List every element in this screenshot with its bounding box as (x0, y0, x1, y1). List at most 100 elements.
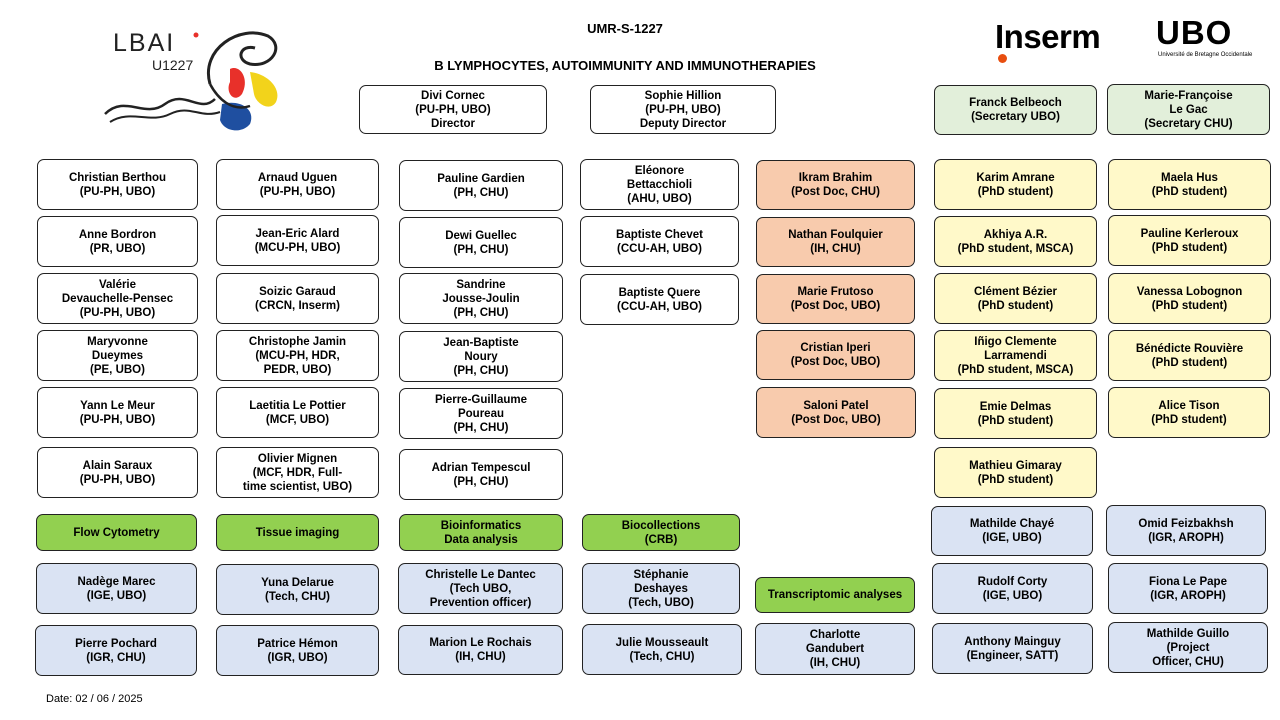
member-text: Mathilde Guillo (Project Officer, CHU) (1147, 627, 1229, 669)
member-text: Anthony Mainguy (Engineer, SATT) (964, 635, 1060, 663)
member-box: Arnaud Uguen (PU-PH, UBO) (216, 159, 379, 210)
member-role: (PH, CHU) (453, 475, 509, 488)
member-name: Christelle Le Dantec (425, 568, 536, 581)
member-name: Mathilde Chayé (969, 518, 1055, 530)
member-name: Franck Belbeoch (969, 97, 1062, 109)
phd-box: Akhiya A.R. (PhD student, MSCA) (934, 216, 1097, 267)
platform-flow-cytometry: Flow Cytometry (36, 514, 197, 551)
member-text: Alice Tison (PhD student) (1151, 399, 1226, 427)
member-role: (PhD student, MSCA) (957, 242, 1074, 255)
phd-box: Pauline Kerleroux (PhD student) (1108, 215, 1271, 266)
member-role: (Tech, CHU) (265, 590, 330, 603)
unit-code: UMR-S-1227 (587, 21, 663, 36)
member-text: Ikram Brahim (Post Doc, CHU) (791, 171, 880, 199)
member-text: Mathieu Gimaray (PhD student) (969, 459, 1062, 487)
member-name: Emie Delmas (979, 400, 1052, 413)
member-role: (PhD student) (977, 414, 1054, 427)
member-name: Charlotte Gandubert (805, 629, 865, 655)
member-name: Clément Bézier (973, 285, 1058, 298)
member-name: Eléonore Bettacchioli (626, 164, 693, 191)
phd-box: Iñigo Clemente Larramendi (PhD student, … (934, 330, 1097, 381)
member-role: (PhD student, MSCA) (957, 363, 1074, 376)
member-role: (MCU-PH, HDR, PEDR, UBO) (255, 349, 340, 376)
member-text: Marion Le Rochais (IH, CHU) (429, 636, 531, 664)
member-name: Maryvonne Dueymes (87, 335, 148, 362)
member-text: Valérie Devauchelle-Pensec (PU-PH, UBO) (62, 278, 173, 320)
member-role: (PhD student) (1151, 413, 1227, 426)
postdoc-box: Cristian Iperi (Post Doc, UBO) (756, 330, 915, 380)
member-text: Divi Cornec (PU-PH, UBO) Director (415, 89, 490, 131)
inserm-logo: Inserm (995, 18, 1125, 64)
member-role: (PE, UBO) (90, 363, 145, 376)
member-name: Bénédicte Rouvière (1135, 342, 1244, 355)
member-text: Clément Bézier (PhD student) (974, 285, 1057, 313)
member-text: Charlotte Gandubert (IH, CHU) (806, 628, 864, 670)
member-box: Jean-Baptiste Noury (PH, CHU) (399, 331, 563, 382)
platform-label: Flow Cytometry (73, 526, 160, 539)
member-role: (CCU-AH, UBO) (617, 242, 702, 255)
secretary-box: Franck Belbeoch (Secretary UBO) (934, 85, 1097, 135)
staff-box: Pierre Pochard (IGR, CHU) (35, 625, 197, 676)
member-name: Valérie Devauchelle-Pensec (61, 278, 174, 305)
member-text: Stéphanie Deshayes (Tech, UBO) (628, 568, 694, 610)
phd-box: Mathieu Gimaray (PhD student) (934, 447, 1097, 498)
member-role: (Post Doc, UBO) (790, 300, 881, 312)
member-role: (IGE, UBO) (86, 589, 147, 602)
phd-box: Clément Bézier (PhD student) (934, 273, 1097, 324)
phd-box: Bénédicte Rouvière (PhD student) (1108, 330, 1271, 381)
member-role: (Secretary CHU) (1144, 117, 1233, 130)
member-text: Omid Feizbakhsh (IGR, AROPH) (1138, 517, 1233, 545)
member-box: Christophe Jamin (MCU-PH, HDR, PEDR, UBO… (216, 330, 379, 381)
member-name: Rudolf Corty (977, 575, 1048, 588)
staff-box: Fiona Le Pape (IGR, AROPH) (1108, 563, 1268, 614)
member-box: Eléonore Bettacchioli (AHU, UBO) (580, 159, 739, 210)
member-text: Pauline Gardien (PH, CHU) (437, 172, 525, 200)
member-text: Maryvonne Dueymes (PE, UBO) (87, 335, 148, 377)
member-text: Pierre-Guillaume Poureau (PH, CHU) (435, 393, 527, 435)
member-name: Fiona Le Pape (1149, 575, 1227, 588)
member-text: Vanessa Lobognon (PhD student) (1137, 285, 1242, 313)
member-box: Baptiste Quere (CCU-AH, UBO) (580, 274, 739, 325)
member-text: Emie Delmas (PhD student) (978, 400, 1053, 428)
member-name: Patrice Hémon (257, 637, 338, 650)
ubo-logo-subtext: Université de Bretagne Occidentale (1158, 52, 1253, 58)
staff-box: Julie Mousseault (Tech, CHU) (582, 624, 742, 675)
member-role: (CRCN, Inserm) (255, 299, 340, 312)
member-name: Cristian Iperi (800, 342, 871, 354)
ubo-logo-text: UBO (1156, 14, 1233, 51)
member-text: Adrian Tempescul (PH, CHU) (432, 461, 531, 489)
member-name: Mathieu Gimaray (969, 459, 1062, 472)
member-role: (MCF, HDR, Full- time scientist, UBO) (242, 466, 353, 493)
postdoc-box: Saloni Patel (Post Doc, UBO) (756, 387, 916, 438)
member-role: (IH, CHU) (809, 657, 861, 669)
phd-box: Karim Amrane (PhD student) (934, 159, 1097, 210)
member-name: Jean-Baptiste Noury (443, 336, 519, 363)
member-name: Nadège Marec (77, 575, 156, 588)
staff-box: Yuna Delarue (Tech, CHU) (216, 564, 379, 615)
member-name: Yann Le Meur (80, 399, 155, 412)
member-role: (Post Doc, CHU) (791, 186, 880, 198)
member-name: Olivier Mignen (257, 452, 338, 465)
lbai-logo: LBAI U1227 (100, 24, 290, 136)
member-text: Jean-Baptiste Noury (PH, CHU) (443, 336, 518, 378)
member-role: (PH, CHU) (453, 306, 509, 319)
member-name: Sophie Hillion (644, 89, 722, 102)
member-text: Baptiste Chevet (CCU-AH, UBO) (616, 228, 703, 256)
member-text: Yuna Delarue (Tech, CHU) (261, 576, 334, 604)
member-text: Yann Le Meur (PU-PH, UBO) (80, 399, 155, 427)
member-text: Soizic Garaud (CRCN, Inserm) (255, 285, 340, 313)
member-box: Valérie Devauchelle-Pensec (PU-PH, UBO) (37, 273, 198, 324)
staff-box: Anthony Mainguy (Engineer, SATT) (932, 623, 1093, 674)
member-name: Anthony Mainguy (964, 635, 1061, 648)
member-role: (PU-PH, UBO) (79, 413, 156, 426)
member-name: Alain Saraux (82, 459, 153, 472)
staff-box: Marion Le Rochais (IH, CHU) (398, 625, 563, 675)
member-name: Anne Bordron (78, 228, 157, 241)
member-role: (PU-PH, UBO) Deputy Director (639, 103, 727, 130)
phd-box: Maela Hus (PhD student) (1108, 159, 1271, 210)
member-text: Akhiya A.R. (PhD student, MSCA) (958, 228, 1074, 256)
member-role: (Project Officer, CHU) (1152, 641, 1224, 668)
member-name: Sandrine Jousse-Joulin (442, 278, 520, 305)
inserm-logo-text: Inserm (995, 18, 1101, 55)
member-text: Bénédicte Rouvière (PhD student) (1136, 342, 1243, 370)
